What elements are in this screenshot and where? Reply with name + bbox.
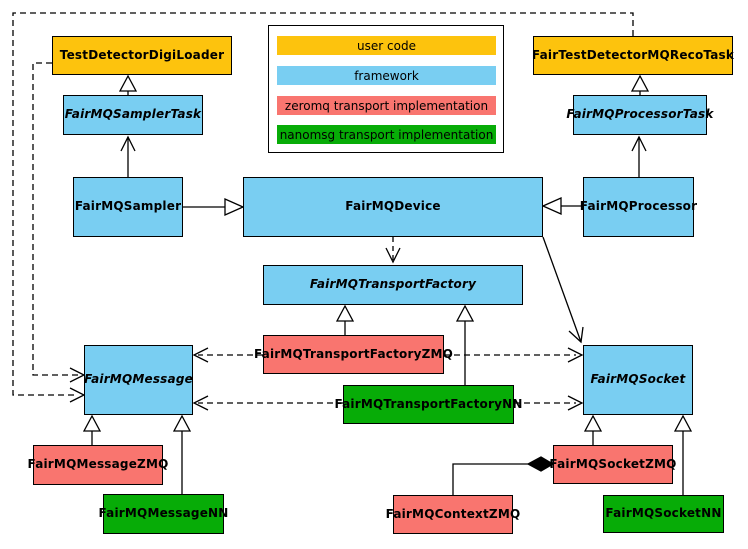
dependency-factorynn-to-message — [192, 395, 343, 411]
generalization-processor-device — [541, 196, 583, 216]
node-fair-mq-socket-nn: FairMQSocketNN — [603, 495, 724, 533]
legend-item-user-code: user code — [277, 36, 496, 55]
arrow-sampler-to-samplertask — [120, 135, 136, 177]
generalization-samplertask-digiloader — [118, 74, 138, 95]
legend-item-nanomsg: nanomsg transport implementation — [277, 125, 496, 144]
node-fair-mq-transport-factory: FairMQTransportFactory — [263, 265, 523, 305]
node-fair-mq-device: FairMQDevice — [243, 177, 543, 237]
generalization-factorynn-factory — [455, 304, 475, 385]
node-fair-mq-message-zmq: FairMQMessageZMQ — [28, 445, 168, 485]
node-fair-mq-socket-zmq: FairMQSocketZMQ — [549, 445, 676, 484]
arrow-processor-to-processortask — [631, 135, 647, 177]
node-fair-mq-context-zmq: FairMQContextZMQ — [386, 495, 520, 534]
generalization-messagenn-message — [172, 414, 192, 494]
generalization-socketzmq-socket — [583, 414, 603, 445]
dependency-factoryzmq-to-socket — [444, 347, 584, 363]
legend-item-zeromq: zeromq transport implementation — [277, 96, 496, 115]
arrow-device-to-socket — [542, 236, 584, 344]
generalization-socketnn-socket — [673, 414, 693, 495]
generalization-sampler-device — [183, 197, 245, 217]
node-fair-test-detector-mq-reco-task: FairTestDetectorMQRecoTask — [532, 36, 734, 75]
node-fair-mq-message-nn: FairMQMessageNN — [98, 494, 228, 534]
generalization-messagezmq-message — [82, 414, 102, 445]
node-fair-mq-sampler: FairMQSampler — [73, 177, 183, 237]
node-fair-mq-processor-task: FairMQProcessorTask — [566, 95, 713, 135]
node-fair-mq-socket: FairMQSocket — [583, 345, 693, 415]
node-fair-mq-transport-factory-zmq: FairMQTransportFactoryZMQ — [254, 335, 453, 374]
aggregation-socketzmq-contextzmq — [452, 456, 555, 495]
node-fair-mq-message: FairMQMessage — [84, 345, 193, 415]
generalization-factoryzmq-factory — [335, 304, 355, 335]
node-test-detector-digi-loader: TestDetectorDigiLoader — [52, 36, 232, 75]
node-fair-mq-sampler-task: FairMQSamplerTask — [63, 95, 203, 135]
legend: user code framework zeromq transport imp… — [268, 25, 504, 153]
dependency-device-to-factory — [385, 237, 401, 264]
node-fair-mq-processor: FairMQProcessor — [580, 177, 697, 237]
generalization-processortask-recotask — [630, 74, 650, 95]
dependency-factoryzmq-to-message — [192, 347, 263, 363]
node-fair-mq-transport-factory-nn: FairMQTransportFactoryNN — [334, 385, 522, 424]
legend-item-framework: framework — [277, 66, 496, 85]
aggregation-diamond-icon — [526, 456, 555, 472]
dependency-factorynn-to-socket — [514, 395, 584, 411]
